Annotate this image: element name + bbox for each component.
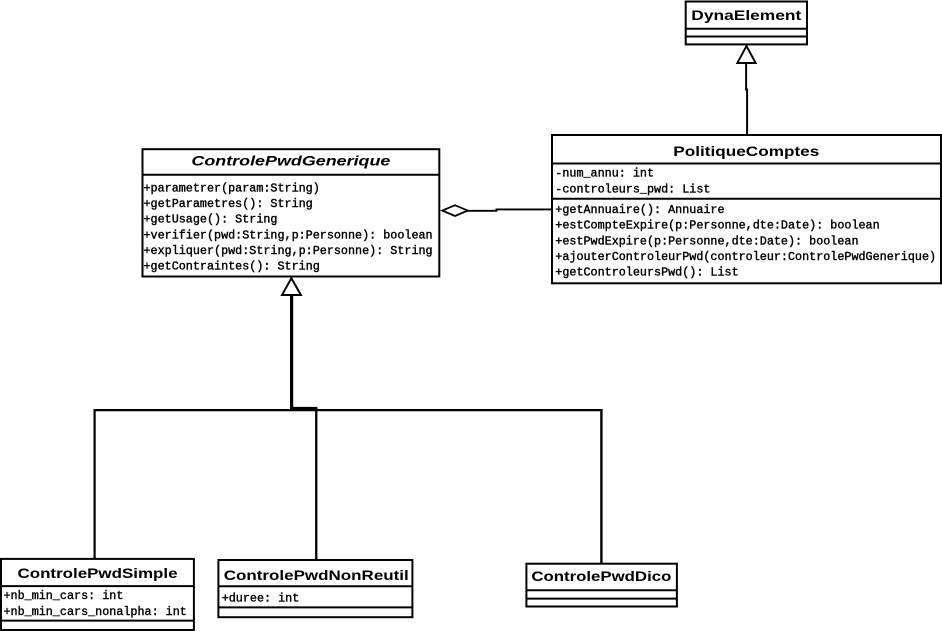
svg-text:+expliquer(pwd:String,p:Person: +expliquer(pwd:String,p:Personne): Strin…	[144, 244, 433, 258]
svg-text:ControlePwdSimple: ControlePwdSimple	[18, 565, 178, 581]
svg-text:+ajouterControleurPwd(controle: +ajouterControleurPwd(controleur:Control…	[555, 250, 936, 264]
svg-text:ControlePwdNonReutil: ControlePwdNonReutil	[224, 567, 409, 583]
svg-text:+getParametres(): String: +getParametres(): String	[144, 197, 313, 211]
svg-text:+nb_min_cars_nonalpha: int: +nb_min_cars_nonalpha: int	[4, 605, 187, 619]
svg-text:+nb_min_cars: int: +nb_min_cars: int	[4, 589, 124, 603]
svg-text:+duree: int: +duree: int	[222, 591, 300, 605]
svg-text:+getContraintes(): String: +getContraintes(): String	[144, 260, 320, 274]
svg-text:-controleurs_pwd: List: -controleurs_pwd: List	[555, 182, 710, 196]
svg-text:PolitiqueComptes: PolitiqueComptes	[673, 143, 819, 159]
svg-text:+verifier(pwd:String,p:Personn: +verifier(pwd:String,p:Personne): boolea…	[144, 228, 433, 242]
svg-text:ControlePwdDico: ControlePwdDico	[531, 568, 671, 584]
svg-text:+estPwdExpire(p:Personne,dte:D: +estPwdExpire(p:Personne,dte:Date): bool…	[555, 234, 858, 248]
svg-text:+getAnnuaire(): Annuaire: +getAnnuaire(): Annuaire	[555, 203, 724, 217]
svg-text:+parametrer(param:String): +parametrer(param:String)	[144, 181, 320, 195]
svg-text:-num_annu: int: -num_annu: int	[555, 167, 654, 181]
svg-text:DynaElement: DynaElement	[691, 7, 801, 23]
svg-text:+getUsage(): String: +getUsage(): String	[144, 213, 278, 227]
svg-text:+estCompteExpire(p:Personne,dt: +estCompteExpire(p:Personne,dte:Date): b…	[555, 219, 879, 233]
svg-text:ControlePwdGenerique: ControlePwdGenerique	[191, 152, 390, 168]
svg-text:+getControleursPwd(): List: +getControleursPwd(): List	[555, 266, 738, 280]
